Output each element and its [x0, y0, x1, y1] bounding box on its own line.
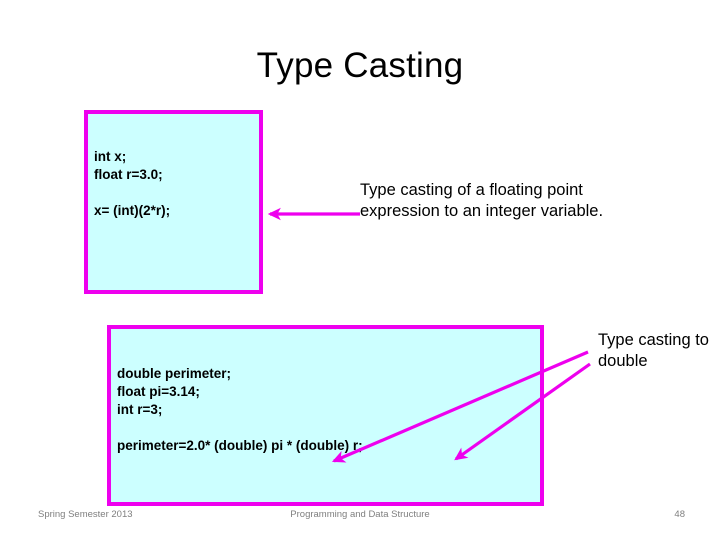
code-text: double perimeter; float pi=3.14; int r=3… [117, 366, 363, 453]
slide-footer: Spring Semester 2013 Programming and Dat… [0, 508, 720, 530]
footer-semester: Spring Semester 2013 [38, 509, 133, 520]
annotation-double-cast: Type casting to double [598, 331, 709, 370]
footer-page-number: 48 [674, 509, 685, 520]
footer-course: Programming and Data Structure [290, 509, 430, 520]
code-block-double-cast: double perimeter; float pi=3.14; int r=3… [107, 325, 544, 506]
code-block-int-cast: int x; float r=3.0; x= (int)(2*r); [84, 110, 263, 294]
code-text: int x; float r=3.0; x= (int)(2*r); [94, 149, 171, 218]
annotation-int-cast: Type casting of a floating point express… [360, 181, 604, 220]
page-title: Type Casting [256, 46, 464, 85]
